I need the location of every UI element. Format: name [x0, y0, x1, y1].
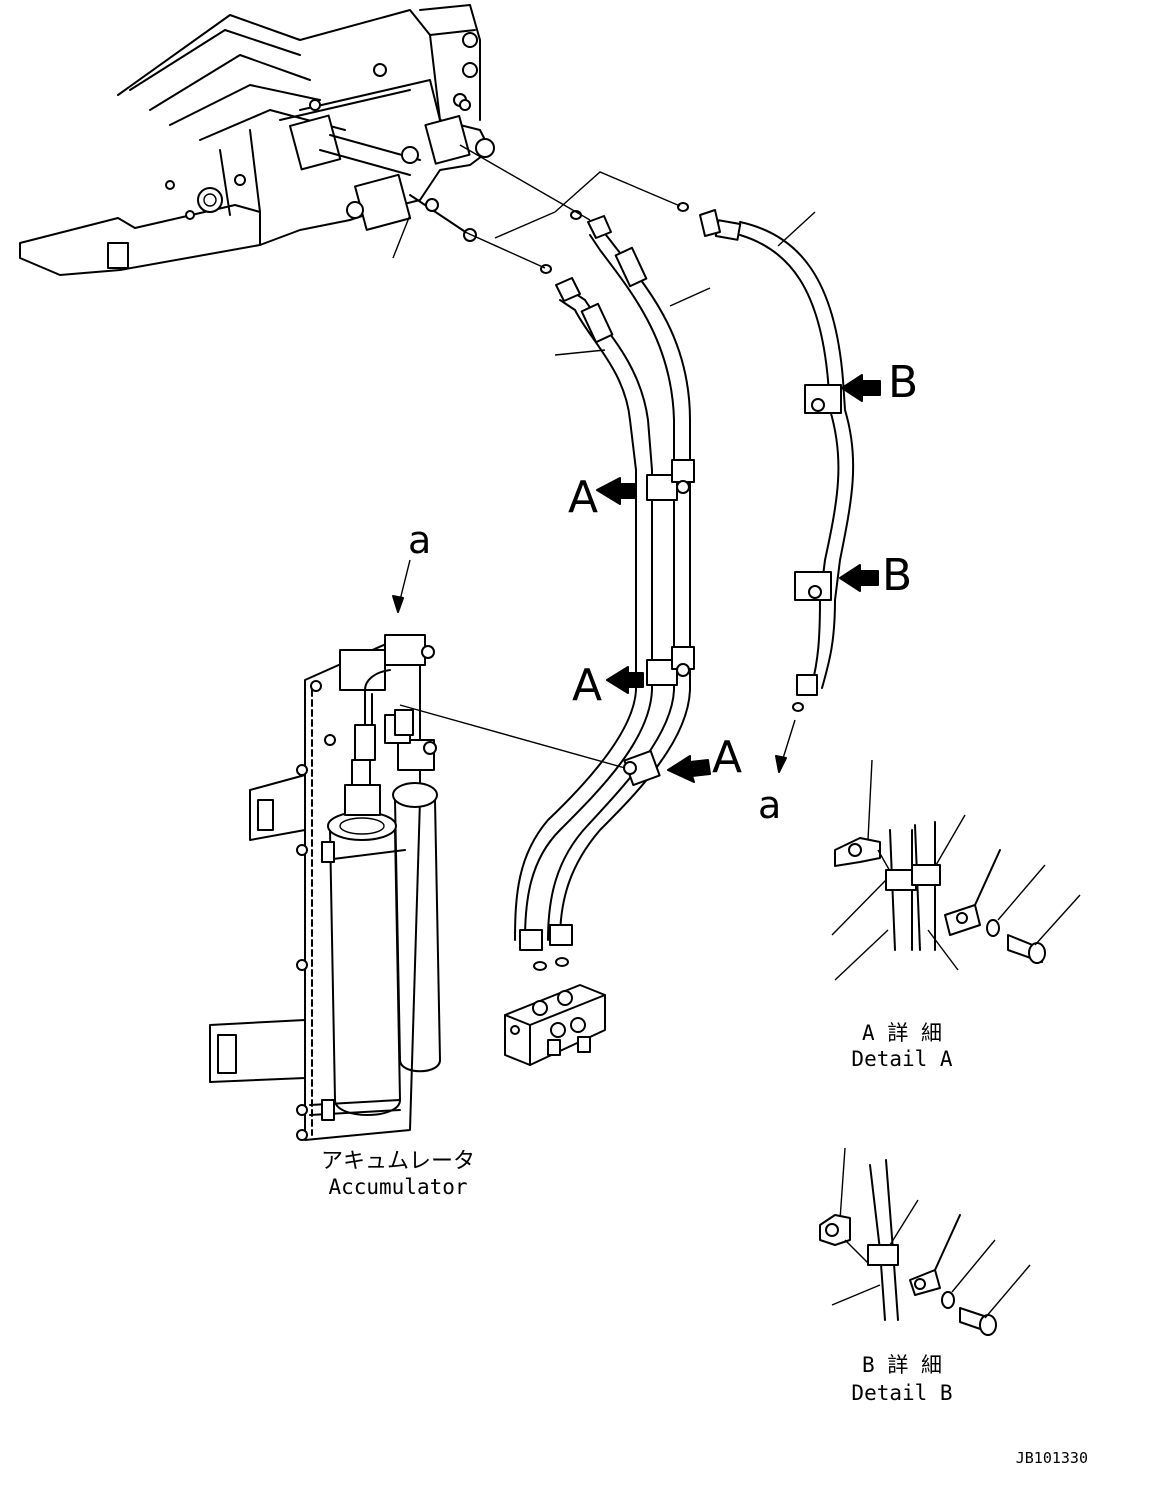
- leader-line: [399, 704, 626, 769]
- valve-block: [504, 957, 606, 1066]
- leader-line: [777, 211, 816, 247]
- o-ring: [792, 702, 804, 712]
- arrow-a2-icon: [606, 666, 644, 694]
- leader-line: [554, 171, 681, 213]
- accumulator: [209, 634, 441, 1141]
- drawing-number: JB101330: [1016, 1449, 1088, 1467]
- detail-a-caption-jp: A 詳 細: [862, 1021, 942, 1045]
- callout-A3: A: [712, 732, 742, 783]
- arrow-head: [392, 595, 404, 613]
- callout-a-bottom: a: [758, 783, 781, 827]
- detail-b-caption-en: Detail B: [851, 1381, 952, 1405]
- callout-B2: B: [882, 550, 912, 601]
- hose-right: [699, 209, 855, 696]
- callout-B1: B: [888, 357, 918, 408]
- arrow-b1-icon: [841, 374, 881, 402]
- detail-b-caption-jp: B 詳 細: [862, 1353, 942, 1377]
- leader-line: [494, 211, 556, 239]
- arrow-a3-icon: [667, 755, 711, 783]
- detail-b-drawing: [819, 1147, 1031, 1336]
- o-ring: [570, 210, 582, 220]
- o-ring: [540, 264, 552, 274]
- frame-valve-assembly: [19, 4, 495, 276]
- arrow-b2-icon: [839, 564, 879, 592]
- leader-line: [392, 214, 411, 259]
- arrow-a1-icon: [596, 477, 636, 505]
- o-ring: [677, 202, 689, 212]
- accumulator-caption-en: Accumulator: [328, 1175, 467, 1199]
- leader-line: [554, 349, 606, 356]
- leader-line: [459, 144, 591, 221]
- detail-a-drawing: [831, 759, 1081, 981]
- callout-a-top: a: [408, 518, 431, 562]
- arrow-head: [775, 755, 787, 773]
- callout-A1: A: [568, 472, 598, 523]
- leader-line: [669, 287, 711, 307]
- callout-A2: A: [572, 660, 602, 711]
- detail-a-caption-en: Detail A: [851, 1047, 953, 1071]
- accumulator-caption-jp: アキュムレータ: [321, 1149, 475, 1174]
- leader-line: [464, 231, 546, 269]
- hose-pair-left: [514, 215, 695, 951]
